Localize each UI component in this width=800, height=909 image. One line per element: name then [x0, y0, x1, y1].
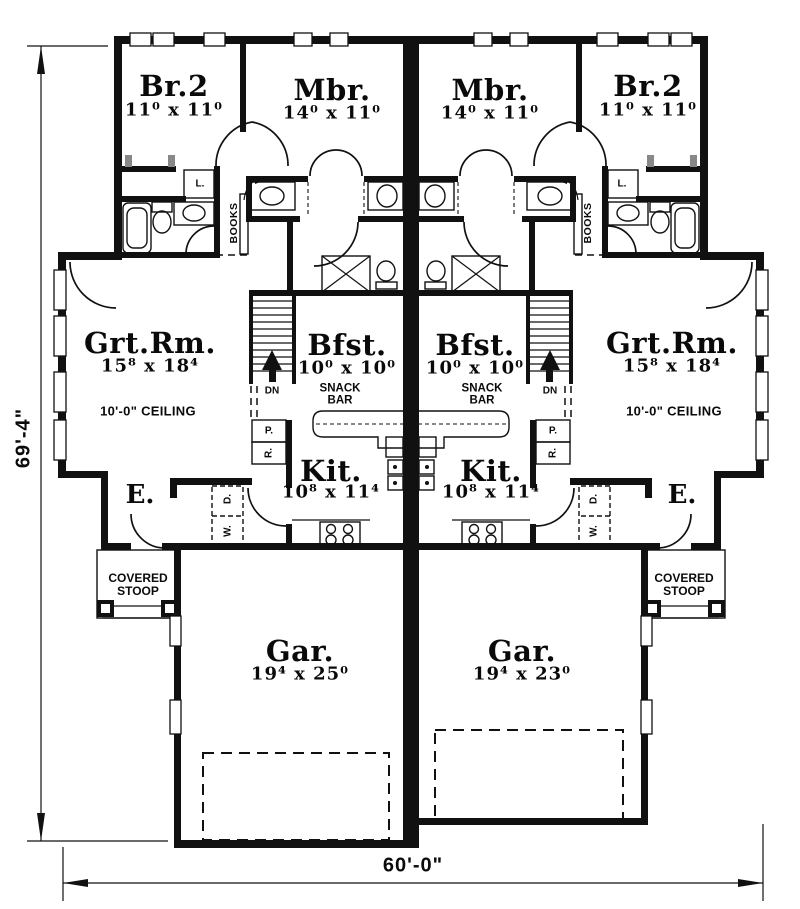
garage-door-outline-right — [434, 729, 624, 820]
room-size-great-room-right: 15⁸ x 18⁴ — [622, 355, 722, 377]
room-label-garage-left: Gar. — [265, 634, 335, 668]
label-ceiling-right: 10'-0" CEILING — [626, 403, 722, 419]
room-label-bedroom2-right: Br.2 — [613, 69, 683, 103]
room-label-master-bedroom-left: Mbr. — [293, 73, 371, 107]
label-refrigerator-right: R. — [547, 448, 559, 458]
label-books-left: BOOKS — [228, 202, 240, 244]
label-linen-right: L. — [617, 178, 627, 190]
room-size-bedroom2-left: 11⁰ x 11⁰ — [124, 99, 224, 121]
label-pantry-right: P. — [548, 425, 558, 437]
room-size-master-bedroom-right: 14⁰ x 11⁰ — [440, 102, 540, 124]
room-label-master-bedroom-right: Mbr. — [451, 73, 529, 107]
room-label-great-room-right: Grt.Rm. — [606, 326, 738, 360]
room-size-garage-right: 19⁴ x 23⁰ — [472, 663, 572, 685]
unit-left-structure — [53, 32, 419, 848]
dimension-overall-depth: 69'-4" — [12, 407, 35, 469]
label-dryer-left: D. — [222, 494, 234, 504]
label-down-right: DN — [542, 385, 558, 397]
room-size-kitchen-left: 10⁸ x 11⁴ — [281, 481, 381, 503]
label-refrigerator-left: R. — [263, 448, 275, 458]
unit-right-structure — [410, 32, 769, 825]
dimension-lines — [27, 45, 764, 901]
label-snack-bar-right: SNACK BAR — [461, 382, 503, 407]
label-ceiling-left: 10'-0" CEILING — [100, 403, 196, 419]
room-size-breakfast-left: 10⁰ x 10⁰ — [297, 357, 397, 379]
label-down-left: DN — [264, 385, 280, 397]
room-size-kitchen-right: 10⁸ x 11⁴ — [441, 481, 541, 503]
room-size-master-bedroom-left: 14⁰ x 11⁰ — [282, 102, 382, 124]
label-books-right: BOOKS — [582, 202, 594, 244]
label-washer-right: W. — [588, 525, 600, 537]
dimension-overall-width: 60'-0" — [382, 854, 444, 877]
garage-door-outline-left — [202, 752, 390, 841]
label-linen-left: L. — [195, 178, 205, 190]
room-size-garage-left: 19⁴ x 25⁰ — [250, 663, 350, 685]
room-size-great-room-left: 15⁸ x 18⁴ — [100, 355, 200, 377]
label-dryer-right: D. — [588, 494, 600, 504]
room-size-breakfast-right: 10⁰ x 10⁰ — [425, 357, 525, 379]
room-label-breakfast-left: Bfst. — [307, 328, 387, 362]
label-pantry-left: P. — [264, 425, 274, 437]
label-covered-stoop-right: COVERED STOOP — [654, 571, 714, 598]
room-label-great-room-left: Grt.Rm. — [84, 326, 216, 360]
label-washer-left: W. — [222, 525, 234, 537]
room-size-bedroom2-right: 11⁰ x 11⁰ — [598, 99, 698, 121]
room-label-kitchen-right: Kit. — [460, 454, 522, 488]
label-covered-stoop-left: COVERED STOOP — [108, 571, 168, 598]
label-entry-left: E. — [125, 480, 155, 510]
room-label-breakfast-right: Bfst. — [435, 328, 515, 362]
label-entry-right: E. — [667, 480, 697, 510]
party-wall — [403, 36, 419, 848]
room-label-garage-right: Gar. — [487, 634, 557, 668]
label-snack-bar-left: SNACK BAR — [319, 382, 361, 407]
room-label-kitchen-left: Kit. — [300, 454, 362, 488]
room-label-bedroom2-left: Br.2 — [139, 69, 209, 103]
